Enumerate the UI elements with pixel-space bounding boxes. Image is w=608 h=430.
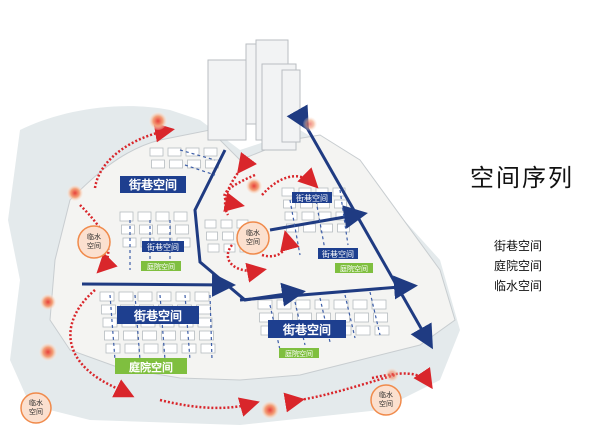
legend: 街巷空间 庭院空间 临水空间 bbox=[494, 236, 542, 296]
house-block bbox=[371, 299, 387, 310]
courtyard-label-south-text: 庭院空间 bbox=[285, 349, 313, 358]
street-label-center-text: 街巷空间 bbox=[147, 242, 179, 252]
house-block bbox=[142, 330, 157, 341]
house-block bbox=[169, 159, 183, 169]
house-block bbox=[121, 224, 135, 235]
house-block bbox=[155, 211, 170, 222]
house-block bbox=[175, 291, 191, 302]
legend-item-street: 街巷空间 bbox=[494, 239, 543, 253]
street-label-east-2-text: 街巷空间 bbox=[322, 249, 354, 259]
house-block bbox=[137, 291, 153, 302]
house-block bbox=[223, 243, 236, 253]
house-block bbox=[284, 211, 298, 221]
house-block bbox=[374, 325, 390, 336]
house-block bbox=[334, 199, 347, 209]
house-block bbox=[355, 325, 371, 336]
water-label-southwest-bottom: 空间 bbox=[29, 407, 43, 416]
street-label-north-text: 街巷空间 bbox=[128, 177, 177, 192]
water-label-southeast-bottom: 空间 bbox=[379, 399, 393, 408]
house-block bbox=[204, 219, 217, 229]
house-block bbox=[157, 224, 171, 235]
house-block bbox=[156, 291, 172, 302]
house-block bbox=[354, 312, 369, 323]
courtyard-label-south: 庭院空间 bbox=[279, 348, 319, 358]
house-block bbox=[194, 291, 210, 302]
water-label-southeast: 临水 空间 bbox=[370, 384, 402, 416]
site-base bbox=[49, 129, 456, 381]
street-label-south: 街巷空间 bbox=[268, 320, 346, 338]
house-block bbox=[123, 330, 138, 341]
house-block bbox=[139, 224, 153, 235]
house-block bbox=[203, 147, 218, 157]
house-block bbox=[167, 147, 182, 157]
legend-item-courtyard: 庭院空间 bbox=[494, 259, 543, 273]
house-block bbox=[137, 211, 152, 222]
house-block bbox=[200, 343, 216, 354]
house-block bbox=[259, 312, 274, 323]
house-block bbox=[301, 211, 315, 221]
water-label-center: 临水 空间 bbox=[236, 221, 270, 255]
street-label-east-2: 街巷空间 bbox=[318, 248, 358, 259]
street-label-east-1-text: 街巷空间 bbox=[296, 193, 328, 203]
street-axes bbox=[81, 104, 433, 350]
courtyard-label-center-text: 庭院空间 bbox=[147, 262, 175, 271]
street-label-east-1: 街巷空间 bbox=[292, 192, 332, 203]
house-block bbox=[143, 343, 159, 354]
water-label-southwest-top: 临水 bbox=[29, 398, 43, 407]
house-block bbox=[206, 231, 218, 241]
house-block bbox=[295, 299, 311, 310]
house-block bbox=[161, 330, 176, 341]
water-label-west: 临水 空间 bbox=[77, 225, 111, 259]
house-block bbox=[173, 211, 188, 222]
water-label-center-bottom: 空间 bbox=[246, 237, 260, 246]
house-block bbox=[99, 291, 115, 302]
house-block bbox=[151, 159, 165, 169]
house-block bbox=[187, 159, 201, 169]
water-label-west-top: 临水 bbox=[87, 232, 101, 241]
house-block bbox=[101, 304, 116, 315]
house-block bbox=[222, 231, 234, 241]
house-block bbox=[257, 299, 273, 310]
house-block bbox=[197, 317, 213, 328]
house-block bbox=[119, 211, 134, 222]
house-block bbox=[220, 219, 233, 229]
water-nodes bbox=[39, 112, 399, 419]
house-block bbox=[352, 299, 368, 310]
street-label-west-text: 街巷空间 bbox=[133, 308, 182, 323]
courtyard-label-center: 庭院空间 bbox=[141, 261, 181, 271]
high-rise-towers bbox=[207, 39, 301, 151]
house-block bbox=[276, 299, 292, 310]
street-label-center: 街巷空间 bbox=[142, 241, 184, 252]
water-label-center-top: 临水 bbox=[246, 228, 260, 237]
house-block bbox=[337, 223, 350, 233]
house-block bbox=[124, 343, 140, 354]
water-label-southeast-top: 临水 bbox=[379, 390, 393, 399]
legend-item-water: 临水空间 bbox=[494, 279, 543, 293]
house-block bbox=[104, 330, 119, 341]
water-label-west-bottom: 空间 bbox=[87, 241, 101, 250]
water-label-southwest: 临水 空间 bbox=[20, 392, 52, 424]
courtyard-label-east-text: 庭院空间 bbox=[340, 264, 368, 273]
house-block bbox=[320, 223, 333, 233]
street-label-south-text: 街巷空间 bbox=[282, 322, 331, 337]
street-label-north: 街巷空间 bbox=[120, 176, 186, 193]
house-block bbox=[118, 291, 134, 302]
courtyard-label-east: 庭院空间 bbox=[335, 263, 373, 273]
house-block bbox=[199, 330, 214, 341]
house-block bbox=[102, 317, 118, 328]
house-block bbox=[105, 343, 121, 354]
diagram-title: 空间序列 bbox=[470, 164, 574, 192]
courtyard-label-west: 庭院空间 bbox=[115, 358, 187, 374]
house-block bbox=[207, 243, 220, 253]
house-block bbox=[162, 343, 178, 354]
house-block bbox=[149, 147, 164, 157]
courtyard-label-west-text: 庭院空间 bbox=[129, 360, 173, 374]
waterfront-flows bbox=[69, 122, 433, 417]
house-block bbox=[175, 224, 189, 235]
street-label-west: 街巷空间 bbox=[117, 306, 199, 324]
